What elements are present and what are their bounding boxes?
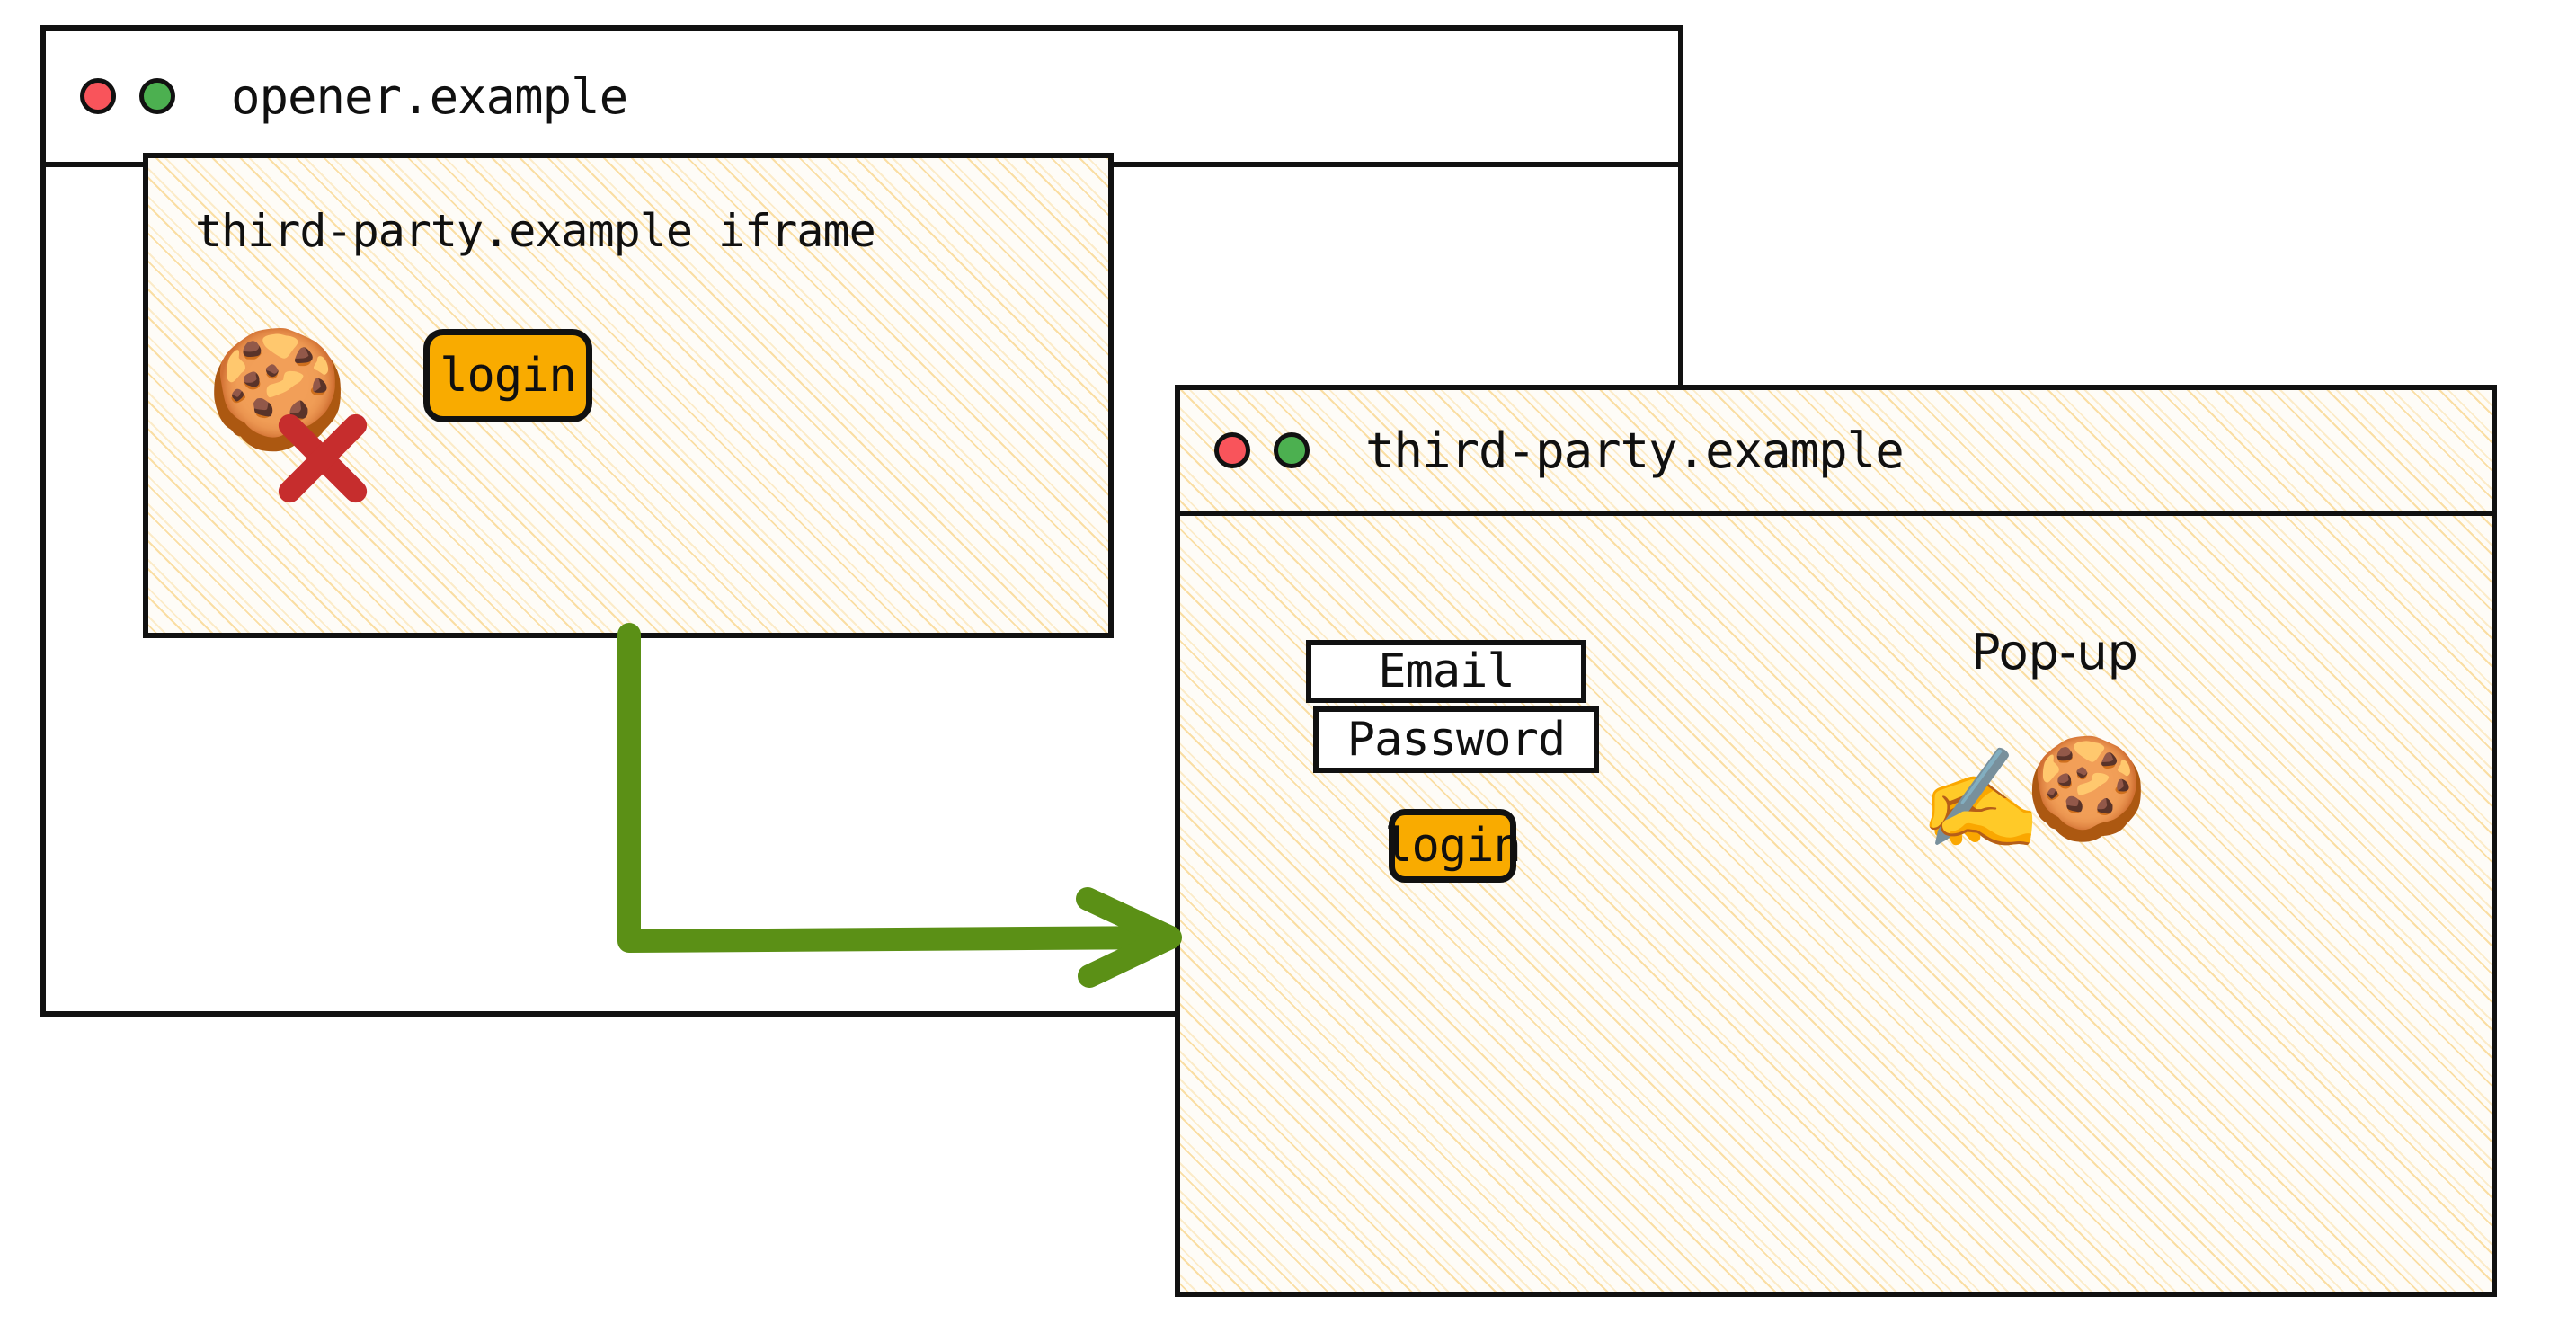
third-party-iframe: third-party.example iframe 🍪 login <box>143 153 1114 638</box>
popup-annotation-label: Pop-up <box>1971 624 2138 680</box>
maximize-dot-green[interactable] <box>1274 432 1310 468</box>
cookie-icon: 🍪 <box>206 323 350 457</box>
iframe-title-label: third-party.example iframe <box>195 205 876 257</box>
opener-window-title: opener.example <box>231 67 628 125</box>
cookie-icon: 🍪 <box>2025 731 2148 846</box>
iframe-login-button[interactable]: login <box>423 329 592 422</box>
popup-titlebar: third-party.example <box>1180 390 2492 516</box>
blocked-cookie-group: 🍪 <box>206 333 404 512</box>
popup-browser-window: third-party.example Pop-up Email Passwor… <box>1175 385 2497 1297</box>
maximize-dot-green[interactable] <box>139 78 175 114</box>
popup-traffic-lights <box>1214 432 1310 468</box>
writing-hand-icon: ✍️ <box>1919 742 2042 857</box>
email-field[interactable]: Email <box>1306 640 1586 703</box>
close-dot-red[interactable] <box>80 78 116 114</box>
red-cross-icon <box>278 413 368 503</box>
opener-titlebar: opener.example <box>46 31 1678 167</box>
close-dot-red[interactable] <box>1214 432 1250 468</box>
signing-cookie-group: ✍️ 🍪 <box>1919 739 2171 866</box>
popup-login-button[interactable]: login <box>1384 809 1522 883</box>
opener-traffic-lights <box>80 78 175 114</box>
popup-window-title: third-party.example <box>1365 422 1905 479</box>
password-field[interactable]: Password <box>1313 706 1599 773</box>
